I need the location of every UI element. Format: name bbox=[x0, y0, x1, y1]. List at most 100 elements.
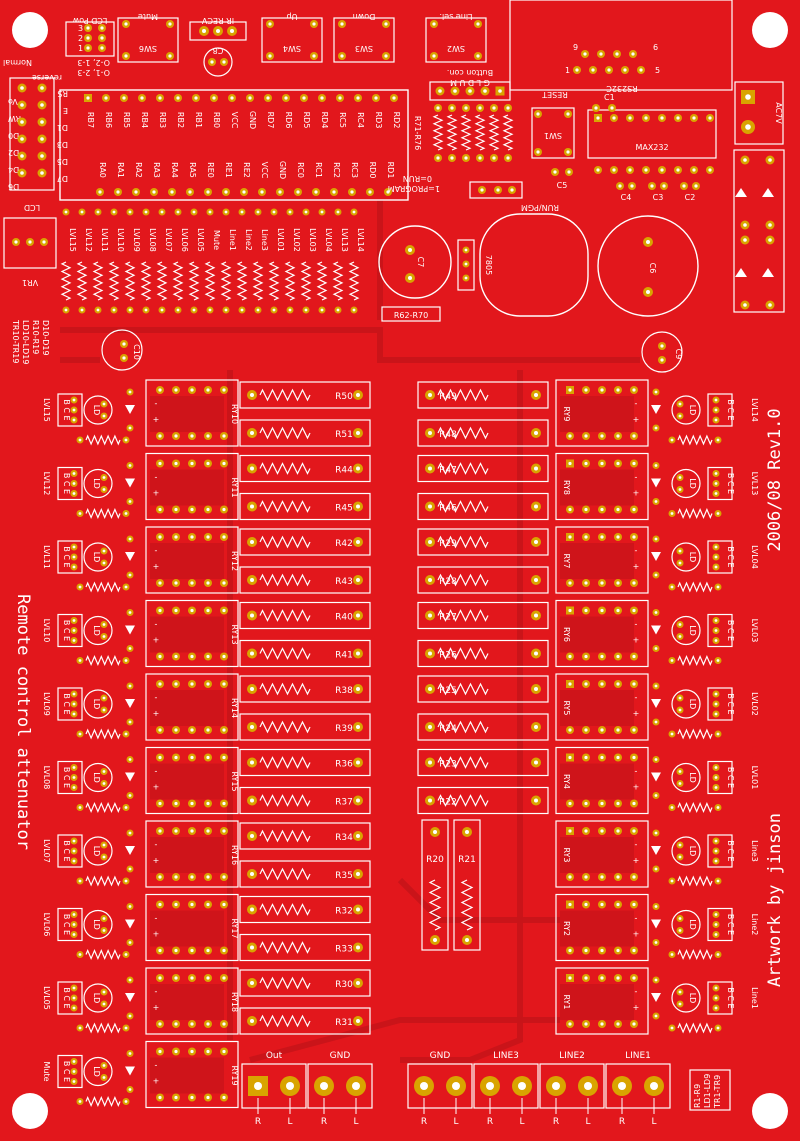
pic-pin-label: GND bbox=[278, 161, 287, 179]
resistor-ref-label: R51 bbox=[335, 430, 353, 440]
lvl-header-label: Line1 bbox=[228, 229, 237, 251]
transistor-outline bbox=[57, 760, 83, 795]
relay-pad bbox=[582, 606, 590, 615]
led-pad bbox=[676, 412, 684, 420]
pic-pin-label: RB5 bbox=[122, 112, 131, 128]
transistor-pad bbox=[712, 617, 720, 624]
led-outline bbox=[671, 689, 701, 719]
run-pad bbox=[478, 186, 486, 194]
base-res-pad bbox=[714, 436, 722, 444]
c7-pad bbox=[405, 245, 415, 255]
pic-pin-label: RD3 bbox=[374, 112, 383, 129]
ac-pad bbox=[741, 120, 755, 134]
pic-pad bbox=[282, 94, 290, 102]
relay-ry8 bbox=[555, 452, 649, 521]
relay-pad bbox=[630, 505, 638, 514]
resistor-pad bbox=[247, 610, 257, 621]
lvl-header-pad bbox=[286, 208, 294, 216]
lvl-header-pad bbox=[62, 208, 70, 216]
relay-pad bbox=[204, 753, 212, 762]
resistor-pad bbox=[425, 757, 435, 768]
relay-minus: - bbox=[635, 546, 638, 555]
transistor-pad bbox=[712, 1004, 720, 1012]
sw1-pad bbox=[564, 148, 572, 156]
connector-pin-label: L bbox=[519, 1117, 524, 1127]
led-outline bbox=[83, 762, 113, 793]
c8-outline bbox=[203, 47, 233, 77]
base-resistor bbox=[85, 654, 121, 667]
relay-pad bbox=[220, 579, 228, 587]
led-pad bbox=[676, 853, 684, 861]
mounting-hole bbox=[752, 1093, 788, 1129]
base-res-pad bbox=[714, 583, 722, 591]
relay-ref-label: RY5 bbox=[562, 700, 571, 715]
diode-symbol bbox=[651, 552, 661, 561]
r62-pad bbox=[302, 306, 310, 314]
resistor-symbol bbox=[437, 794, 489, 807]
max232-pad bbox=[674, 166, 682, 174]
cap-label: C3 bbox=[653, 193, 664, 202]
relay-ref-label: RY12 bbox=[230, 551, 239, 571]
bce-label: B C E bbox=[62, 914, 71, 935]
relay-minus: - bbox=[635, 473, 638, 482]
resistor-box bbox=[417, 601, 549, 630]
base-resistor bbox=[85, 728, 121, 740]
led-outline bbox=[83, 1056, 113, 1087]
diode-symbol bbox=[651, 478, 661, 488]
relay-ref-label: RY6 bbox=[562, 627, 571, 642]
r62-pad bbox=[334, 306, 342, 314]
resistor-symbol bbox=[259, 976, 311, 990]
switch-pad bbox=[266, 52, 274, 60]
relay-pad bbox=[172, 799, 180, 808]
resistor-pad bbox=[247, 428, 257, 438]
resistor-pad bbox=[425, 648, 435, 659]
relay-body bbox=[560, 984, 634, 1020]
r71-pad bbox=[476, 154, 484, 162]
lcd-pad bbox=[17, 134, 27, 144]
relay-pad bbox=[598, 505, 606, 514]
led-pad bbox=[100, 400, 108, 408]
resistor-r62 bbox=[172, 261, 184, 301]
transistor-pad bbox=[70, 1068, 78, 1075]
switch-pad bbox=[166, 20, 174, 28]
relay-pad bbox=[582, 533, 590, 541]
switch-ref-label: SW4 bbox=[283, 44, 301, 53]
r62-pad bbox=[142, 306, 150, 314]
relay-plus: + bbox=[153, 783, 160, 792]
connector-label: LINE1 bbox=[625, 1051, 651, 1061]
jumper-pad bbox=[98, 24, 106, 32]
r71-pad bbox=[504, 104, 512, 112]
relay-pad bbox=[630, 432, 638, 440]
ld-label: LD bbox=[92, 993, 101, 1004]
pic-pad bbox=[354, 94, 362, 102]
lcd-pad bbox=[37, 168, 47, 178]
bce-label: B C E bbox=[726, 767, 735, 788]
lvl-header-pad bbox=[222, 208, 230, 216]
relay-body bbox=[560, 543, 634, 579]
transistor-pad bbox=[712, 710, 720, 718]
mounting-hole bbox=[752, 12, 788, 48]
relay-body bbox=[560, 469, 634, 506]
jumper-pad bbox=[98, 34, 106, 42]
connector-line1 bbox=[605, 1063, 671, 1109]
relay-pad bbox=[614, 432, 622, 440]
relay-pad bbox=[156, 652, 164, 661]
max232-pad bbox=[658, 114, 666, 122]
ld-label: LD bbox=[92, 772, 101, 783]
resistor-ref-label: R40 bbox=[335, 613, 353, 623]
led-pad bbox=[676, 694, 684, 702]
resistor-ref-label: R23 bbox=[439, 760, 457, 770]
relay-pad bbox=[156, 753, 164, 762]
resistor-r71 bbox=[460, 114, 472, 151]
resistor-pad bbox=[531, 722, 541, 732]
base-resistor bbox=[677, 434, 713, 446]
base-resistor bbox=[677, 654, 713, 667]
resistor-box-vertical bbox=[421, 819, 449, 951]
normal-label: Normal bbox=[3, 58, 32, 67]
transistor-pad bbox=[712, 480, 720, 487]
pic-chip-outline bbox=[59, 89, 409, 201]
base-res-pad bbox=[714, 510, 722, 517]
relay-minus: - bbox=[635, 620, 638, 629]
led-outline bbox=[671, 468, 701, 499]
led-pad bbox=[676, 474, 684, 481]
